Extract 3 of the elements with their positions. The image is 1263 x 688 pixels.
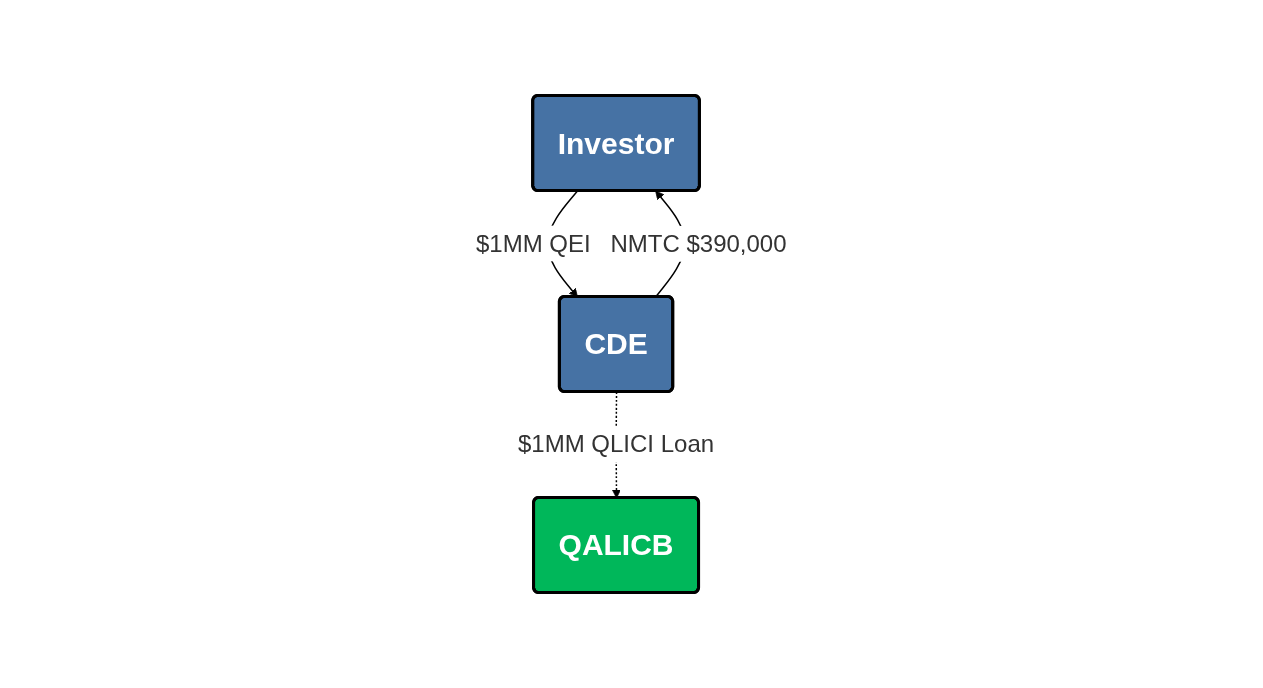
edge-label: $1MM QEI (476, 229, 591, 257)
edge-label: NMTC $390,000 (610, 229, 787, 257)
edge-label: $1MM QLICI Loan (518, 430, 715, 458)
